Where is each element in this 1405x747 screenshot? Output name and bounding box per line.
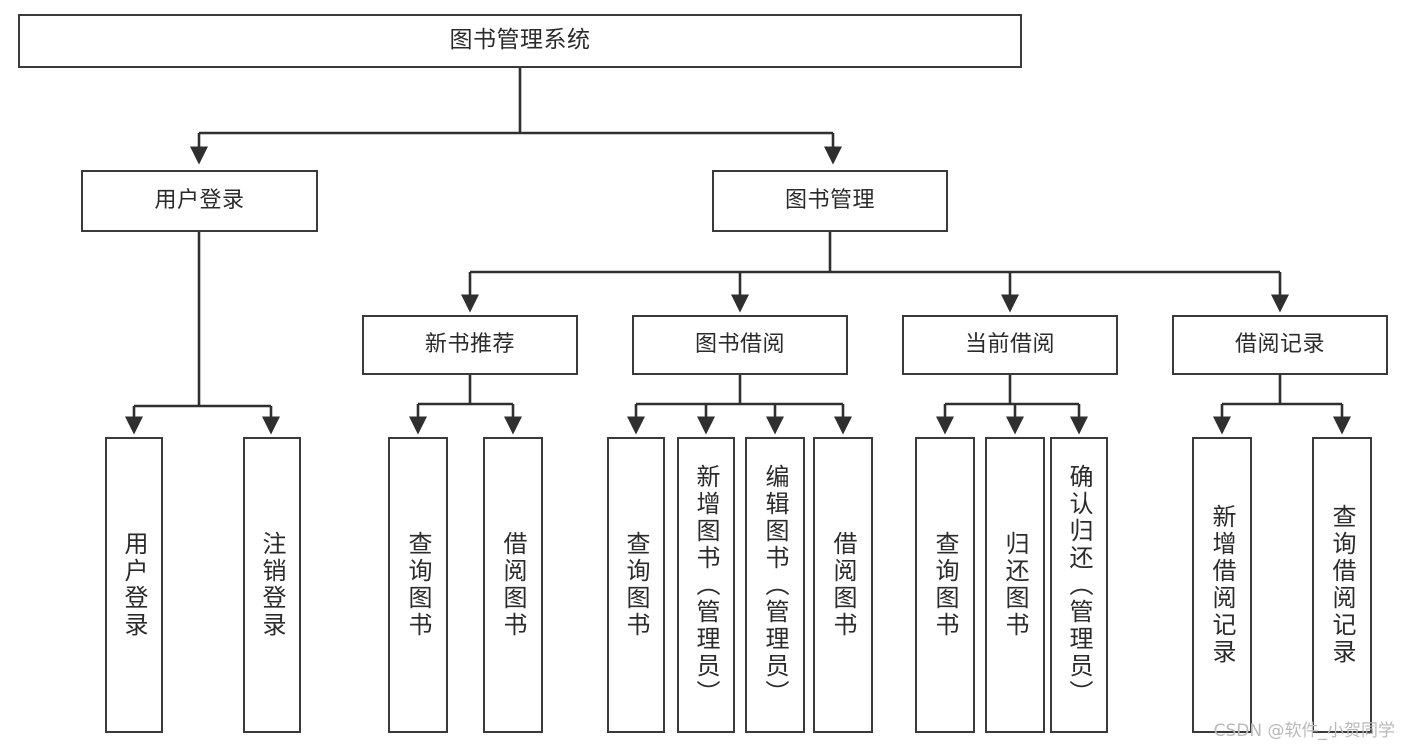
node-book-borrow-label: 图书借阅 bbox=[694, 332, 785, 358]
node-user-login-label: 用户登录 bbox=[154, 188, 245, 214]
leaf-user-login-label: 用户登录 bbox=[120, 531, 148, 639]
leaf-borrow-book-2[interactable]: 借阅图书 bbox=[813, 437, 873, 733]
leaf-return-book[interactable]: 归还图书 bbox=[985, 437, 1045, 733]
node-borrow-record[interactable]: 借阅记录 bbox=[1172, 315, 1388, 375]
leaf-query-record[interactable]: 查询借阅记录 bbox=[1312, 437, 1372, 733]
leaf-logout-label: 注销登录 bbox=[258, 531, 286, 639]
leaf-query-book-3[interactable]: 查询图书 bbox=[915, 437, 975, 733]
leaf-user-login[interactable]: 用户登录 bbox=[105, 437, 163, 733]
leaf-borrow-book-1-label: 借阅图书 bbox=[499, 531, 527, 639]
leaf-edit-book-label: 编辑图书（管理员） bbox=[761, 463, 789, 707]
leaf-query-book-2[interactable]: 查询图书 bbox=[607, 437, 665, 733]
leaf-query-record-label: 查询借阅记录 bbox=[1328, 504, 1356, 666]
node-root-label: 图书管理系统 bbox=[449, 27, 591, 54]
node-current-borrow-label: 当前借阅 bbox=[964, 332, 1055, 358]
leaf-query-book-2-label: 查询图书 bbox=[622, 531, 650, 639]
leaf-return-book-label: 归还图书 bbox=[1001, 531, 1029, 639]
leaf-query-book-1[interactable]: 查询图书 bbox=[388, 437, 448, 733]
leaf-borrow-book-2-label: 借阅图书 bbox=[829, 531, 857, 639]
leaf-add-record-label: 新增借阅记录 bbox=[1208, 504, 1236, 666]
node-new-book-recommend[interactable]: 新书推荐 bbox=[362, 315, 578, 375]
leaf-edit-book[interactable]: 编辑图书（管理员） bbox=[745, 437, 805, 733]
leaf-logout[interactable]: 注销登录 bbox=[243, 437, 301, 733]
node-current-borrow[interactable]: 当前借阅 bbox=[902, 315, 1118, 375]
leaf-query-book-1-label: 查询图书 bbox=[404, 531, 432, 639]
node-book-manage[interactable]: 图书管理 bbox=[712, 170, 948, 232]
leaf-query-book-3-label: 查询图书 bbox=[931, 531, 959, 639]
node-book-borrow[interactable]: 图书借阅 bbox=[632, 315, 848, 375]
leaf-add-book[interactable]: 新增图书（管理员） bbox=[677, 437, 735, 733]
leaf-add-book-label: 新增图书（管理员） bbox=[692, 463, 720, 707]
node-user-login[interactable]: 用户登录 bbox=[81, 170, 318, 232]
leaf-confirm-return[interactable]: 确认归还（管理员） bbox=[1050, 437, 1108, 733]
leaf-confirm-return-label: 确认归还（管理员） bbox=[1065, 463, 1093, 707]
node-new-book-recommend-label: 新书推荐 bbox=[424, 332, 515, 358]
node-root[interactable]: 图书管理系统 bbox=[18, 14, 1022, 68]
leaf-borrow-book-1[interactable]: 借阅图书 bbox=[483, 437, 543, 733]
node-book-manage-label: 图书管理 bbox=[784, 188, 875, 214]
node-borrow-record-label: 借阅记录 bbox=[1234, 332, 1325, 358]
leaf-add-record[interactable]: 新增借阅记录 bbox=[1192, 437, 1252, 733]
